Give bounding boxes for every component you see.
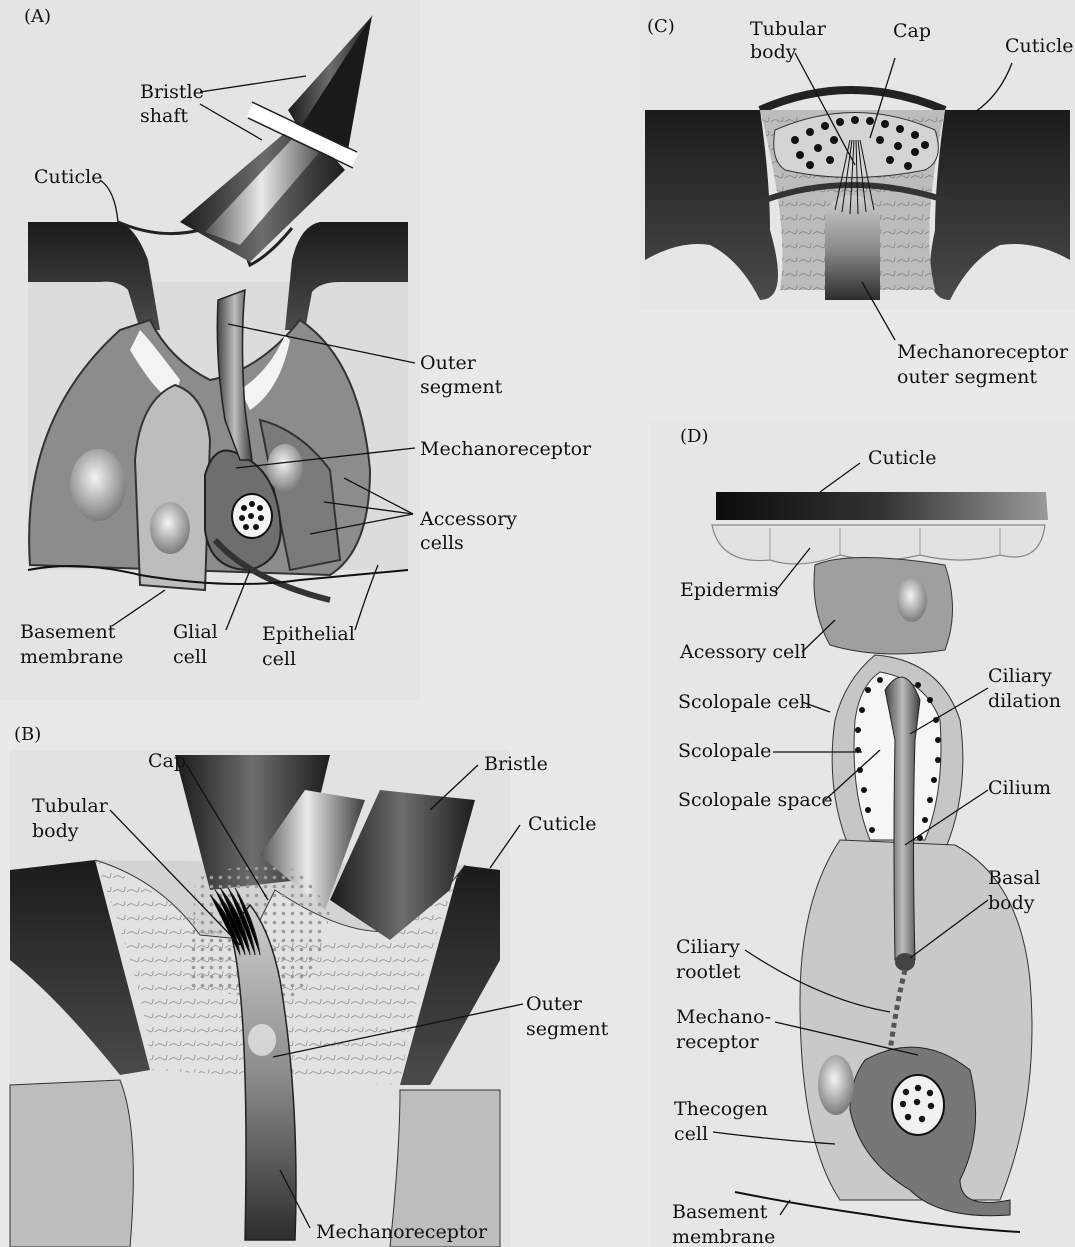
label-cuticle-d: Cuticle [868,447,936,469]
label-cilium-d: Cilium [988,777,1051,799]
label-scolopale-d: Scolopale [678,740,771,762]
label-tubular-body-b-1: Tubular [32,795,109,817]
label-basement-membrane-a-1: Basement [20,621,116,643]
label-basal-body-d-1: Basal [988,867,1040,889]
label-ciliary-dilation-d-1: Ciliary [988,665,1052,687]
label-epithelial-cell-2: cell [262,648,296,670]
accessory-cell-a [135,385,210,590]
label-ciliary-dilation-d-2: dilation [988,690,1061,712]
label-bristle-b: Bristle [484,753,548,775]
label-cuticle-b: Cuticle [528,813,596,835]
panel-d [650,420,1075,1247]
label-cuticle-c: Cuticle [1005,35,1073,57]
cuticle-d [716,492,1048,520]
label-glial-cell-1: Glial [173,621,218,643]
label-bristle-shaft-2: shaft [140,105,188,127]
label-basement-membrane-d-2: membrane [672,1226,775,1247]
label-cuticle-a: Cuticle [34,166,102,188]
label-accessory-cell-d: Acessory cell [679,641,806,663]
label-basement-membrane-d-1: Basement [672,1201,768,1223]
panel-b-letter: (B) [14,724,41,745]
label-ciliary-rootlet-d-1: Ciliary [676,936,740,958]
label-tubular-body-c-2: body [750,41,797,63]
label-outer-segment-a-1: Outer [420,352,477,374]
label-ciliary-rootlet-d-2: rootlet [676,961,741,983]
label-mechanoreceptor-d-2: receptor [676,1031,759,1053]
panel-c-letter: (C) [647,16,675,37]
label-cap-c: Cap [893,20,931,42]
label-mechanoreceptor-b: Mechanoreceptor [316,1221,488,1243]
label-accessory-cells-2: cells [420,532,464,554]
label-cap-b: Cap [148,750,186,772]
label-bristle-shaft-1: Bristle [140,81,204,103]
label-thecogen-cell-d-2: cell [674,1123,708,1145]
label-glial-cell-2: cell [173,646,207,668]
label-accessory-cells-1: Accessory [419,508,517,530]
label-basement-membrane-a-2: membrane [20,646,123,668]
basal-body-d [895,953,915,971]
label-outer-segment-b-2: segment [526,1018,609,1040]
panel-a [0,0,420,700]
label-outer-segment-a-2: segment [420,376,503,398]
label-outer-segment-b-1: Outer [526,993,583,1015]
panel-b [10,750,510,1247]
label-epithelial-cell-1: Epithelial [262,623,355,645]
panel-d-letter: (D) [680,426,708,447]
label-mech-outer-seg-c-2: outer segment [897,366,1037,388]
label-epidermis-d: Epidermis [680,579,778,601]
accessory-cell-d [814,558,953,655]
label-scolopale-space-d: Scolopale space [678,789,833,811]
outer-segment-c [825,195,880,300]
label-basal-body-d-2: body [988,892,1035,914]
label-tubular-body-c-1: Tubular [750,18,827,40]
label-thecogen-cell-d-1: Thecogen [674,1098,768,1120]
label-mechanoreceptor-a: Mechanoreceptor [420,438,592,460]
label-scolopale-cell-d: Scolopale cell [678,691,812,713]
label-mechanoreceptor-d-1: Mechano- [676,1006,771,1028]
label-tubular-body-b-2: body [32,820,79,842]
panel-a-letter: (A) [24,6,51,27]
label-mech-outer-seg-c-1: Mechanoreceptor [897,341,1069,363]
